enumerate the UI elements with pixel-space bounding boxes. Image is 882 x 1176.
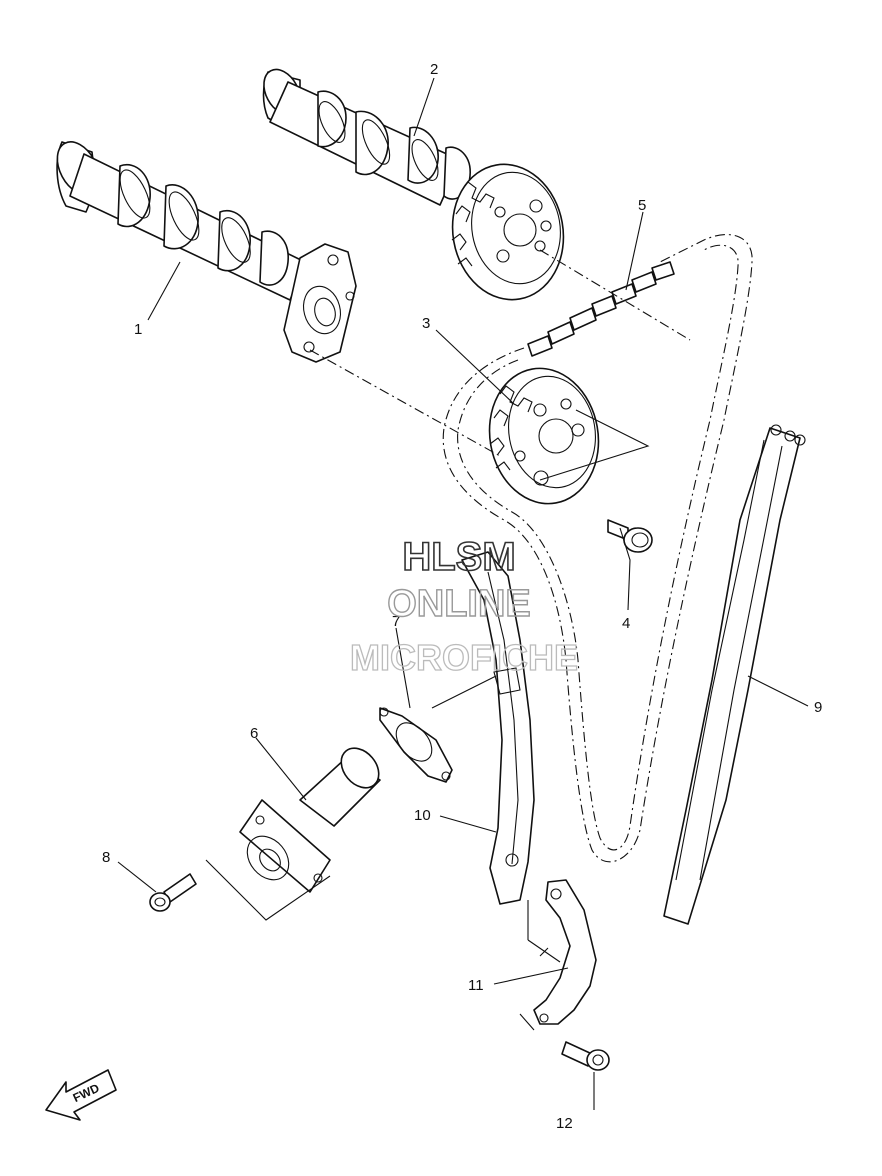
callout-6: 6	[250, 725, 258, 742]
callout-10: 10	[414, 807, 431, 824]
callout-4: 4	[622, 615, 630, 632]
callout-1: 1	[134, 321, 142, 338]
watermark-line-3: MICROFICHE	[350, 637, 578, 678]
alignment-lines	[205, 249, 691, 1110]
stopper-guide-11[interactable]	[527, 879, 597, 1025]
tensioner-guide-10[interactable]	[461, 551, 535, 905]
callout-7: 7	[392, 613, 400, 630]
sprocket-bolt-4[interactable]	[607, 519, 653, 553]
callout-9: 9	[814, 699, 822, 716]
watermark: HLSM ONLINE MICROFICHE	[349, 534, 578, 678]
stopper-bolt-12[interactable]	[561, 1041, 610, 1071]
watermark-line-2: ONLINE	[387, 583, 531, 625]
gasket-7[interactable]	[379, 707, 453, 783]
callout-5: 5	[638, 197, 646, 214]
callout-11: 11	[468, 977, 484, 994]
tensioner-bolt-8[interactable]	[149, 873, 197, 912]
timing-chain-5[interactable]	[442, 234, 753, 863]
callout-2: 2	[430, 61, 438, 78]
callout-8: 8	[102, 849, 110, 866]
watermark-line-1: HLSM	[402, 535, 515, 579]
cam-chain-tensioner-6[interactable]	[239, 741, 387, 893]
camshaft-cap-plate[interactable]	[283, 243, 357, 363]
callout-leaders	[117, 77, 809, 985]
chain-links	[527, 261, 675, 357]
callout-12: 12	[556, 1115, 573, 1132]
callout-labels: 1 2 3 4 5 6 7 8 9 10 11 12	[102, 61, 822, 1132]
chain-guide-9[interactable]	[663, 424, 806, 925]
cam-sprocket-upper[interactable]	[442, 155, 574, 308]
fwd-arrow-icon: FWD	[45, 1069, 117, 1121]
camshaft-1[interactable]	[49, 135, 306, 301]
cam-sprocket-3[interactable]	[479, 360, 609, 513]
camshaft-2[interactable]	[257, 63, 471, 206]
callout-3: 3	[422, 315, 430, 332]
